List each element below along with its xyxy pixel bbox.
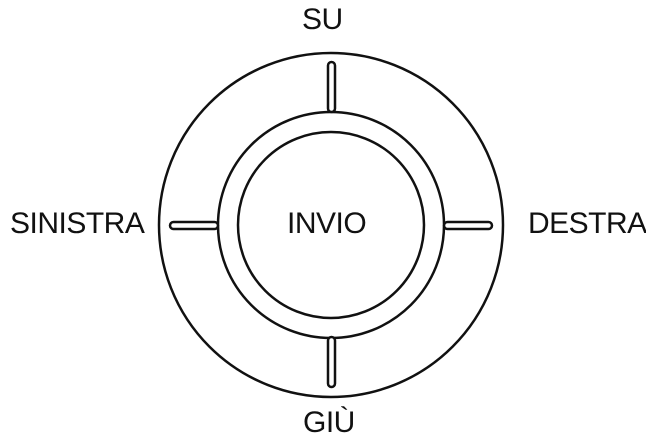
left-label: SINISTRA — [10, 207, 145, 240]
left-button[interactable] — [168, 220, 220, 231]
up-button[interactable] — [326, 60, 337, 114]
down-button[interactable] — [326, 335, 337, 389]
right-label: DESTRA — [528, 207, 646, 240]
up-label: SU — [302, 3, 343, 36]
enter-label: INVIO — [287, 207, 367, 240]
enter-button[interactable] — [236, 130, 426, 320]
outer-ring — [157, 51, 505, 399]
right-button[interactable] — [442, 220, 494, 231]
down-label: GIÙ — [303, 406, 355, 439]
